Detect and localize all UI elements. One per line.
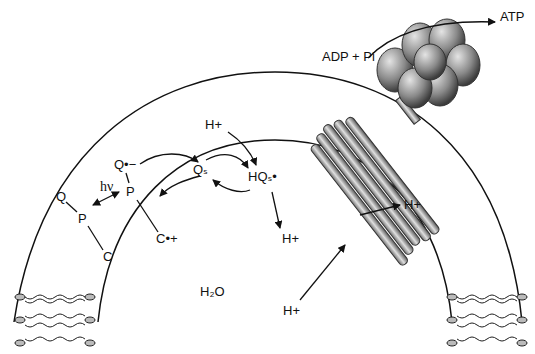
carotene-cation-label: C•+ xyxy=(156,232,178,245)
proton-label: H+ xyxy=(205,118,222,131)
proton-label: H+ xyxy=(404,198,421,211)
product-label: ATP xyxy=(500,10,524,23)
quinone-label: Q xyxy=(56,190,66,203)
porphyrin-label: P xyxy=(126,185,135,198)
light-label: hν xyxy=(100,180,113,194)
arrows xyxy=(66,22,495,300)
atp-synthase xyxy=(305,19,480,267)
porphyrin-label: P xyxy=(78,212,87,225)
proton-label: H+ xyxy=(282,232,299,245)
water-label: H₂O xyxy=(200,285,225,298)
carotene-label: C xyxy=(103,250,112,263)
semiquinone-label: HQₛ• xyxy=(248,170,277,183)
outer-membrane xyxy=(14,72,522,322)
shuttle-quinone-label: Qₛ xyxy=(193,163,208,176)
lipid-bilayer xyxy=(15,294,527,346)
proton-label: H+ xyxy=(283,304,300,317)
quinone-radical-label: Q•− xyxy=(114,158,136,171)
reactant-label: ADP + Pi xyxy=(322,50,375,63)
